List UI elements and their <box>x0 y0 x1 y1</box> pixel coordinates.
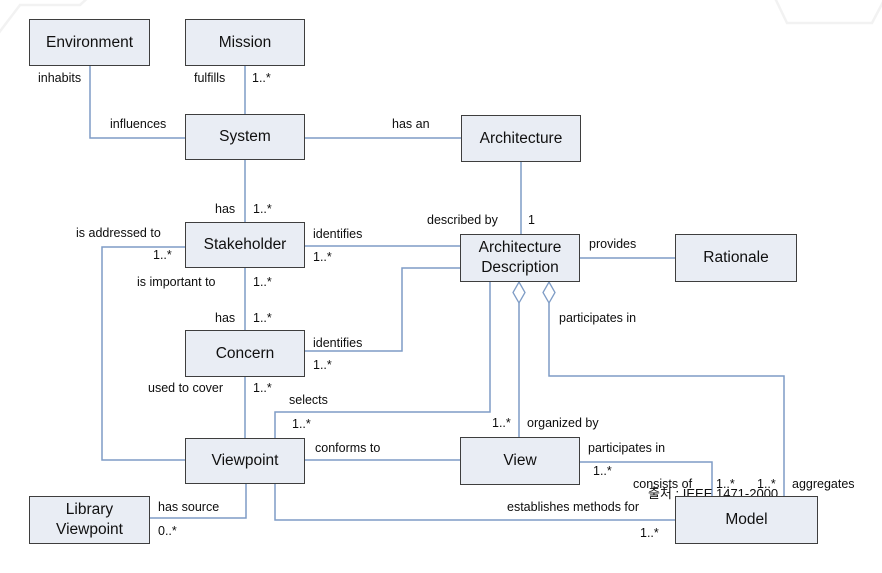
class-label: View <box>503 452 537 470</box>
edge-label-has-source: has source <box>158 500 220 514</box>
edge-label-described-by: described by <box>427 213 498 227</box>
edge-mult-is-important-to: 1..* <box>253 275 272 289</box>
edge-label-consists-of: consists of <box>633 477 693 491</box>
class-label: Architecture Description <box>478 239 562 276</box>
class-box-mission: Mission <box>185 19 305 66</box>
edge-label-conforms-to: conforms to <box>315 441 381 455</box>
edge-mult-organized-by: 1..* <box>492 416 511 430</box>
class-label: Environment <box>45 33 133 51</box>
class-box-concern: Concern <box>185 330 305 377</box>
edge-label-participates-in-ad: participates in <box>559 311 637 325</box>
edge-label-identifies-concern: identifies <box>313 336 363 350</box>
edge-mult-is-addressed-to: 1..* <box>153 248 172 262</box>
hexagon-watermark-top-right <box>774 0 882 25</box>
class-label: Model <box>725 511 768 529</box>
class-label: Rationale <box>703 249 769 267</box>
edge-mult-establishes-methods-for: 1..* <box>640 526 659 540</box>
edge-mult-has-source: 0..* <box>158 524 177 538</box>
edge-mult-fulfills: 1..* <box>252 71 271 85</box>
aggregation-diamond-icon <box>542 280 556 305</box>
edge-label-identifies-stakeholder: identifies <box>313 227 363 241</box>
edge-mult-identifies-stakeholder: 1..* <box>313 250 332 264</box>
edge-label-used-to-cover: used to cover <box>148 381 224 395</box>
edge-label-participates-in-view: participates in <box>588 441 666 455</box>
edge-label-is-addressed-to: is addressed to <box>76 226 161 240</box>
class-box-view: View <box>460 437 580 485</box>
edge-concern-identifies-ad <box>305 267 460 352</box>
edge-viewpoint-library <box>150 484 247 519</box>
edge-stakeholder-viewpoint <box>101 246 185 461</box>
edge-viewpoint-model <box>274 484 675 521</box>
edge-label-influences: influences <box>110 117 167 131</box>
edge-view-model <box>580 461 713 496</box>
edge-mult-has-concern: 1..* <box>253 311 272 325</box>
class-box-model: Model <box>675 496 818 544</box>
edge-mult-used-to-cover: 1..* <box>253 381 272 395</box>
class-label: Mission <box>218 33 272 51</box>
edge-environment-system <box>89 66 185 139</box>
class-box-rationale: Rationale <box>675 234 797 282</box>
class-box-library-viewpoint: Library Viewpoint <box>29 496 150 544</box>
edge-ad-selects-viewpoint <box>274 282 491 438</box>
edge-mult-has-stakeholder: 1..* <box>253 202 272 216</box>
edge-mult-consists-of: 1..* <box>716 477 735 491</box>
hexagon-watermark-top-left <box>0 0 88 34</box>
class-box-environment: Environment <box>29 19 150 66</box>
class-label: System <box>219 128 271 146</box>
class-label: Viewpoint <box>211 452 279 470</box>
class-box-architecture-description: Architecture Description <box>460 234 580 282</box>
edge-ad-model <box>548 303 785 496</box>
edge-mult-participates-in-view: 1..* <box>593 464 612 478</box>
edge-label-has-an: has an <box>392 117 430 131</box>
edge-mult-described-by: 1 <box>528 213 535 227</box>
edge-label-fulfills: fulfills <box>194 71 226 85</box>
class-label: Architecture <box>479 129 563 147</box>
edge-label-is-important-to: is important to <box>137 275 216 289</box>
class-box-viewpoint: Viewpoint <box>185 438 305 484</box>
class-label: Stakeholder <box>203 236 287 254</box>
edge-label-organized-by: organized by <box>527 416 599 430</box>
edge-label-has-concern: has <box>215 311 236 325</box>
class-box-architecture: Architecture <box>461 115 581 162</box>
edge-label-has-stakeholder: has <box>215 202 236 216</box>
edge-mult-identifies-concern: 1..* <box>313 358 332 372</box>
edge-label-establishes-methods-for: establishes methods for <box>507 500 640 514</box>
class-label: Library Viewpoint <box>56 501 123 538</box>
edge-mult-aggregates: 1..* <box>757 477 776 491</box>
class-box-stakeholder: Stakeholder <box>185 222 305 268</box>
aggregation-diamond-icon <box>512 280 526 305</box>
edge-label-inhabits: inhabits <box>38 71 82 85</box>
edge-label-aggregates: aggregates <box>792 477 855 491</box>
edge-label-provides: provides <box>589 237 637 251</box>
class-box-system: System <box>185 114 305 160</box>
edge-mult-selects: 1..* <box>292 417 311 431</box>
edge-label-selects: selects <box>289 393 328 407</box>
class-label: Concern <box>215 344 275 362</box>
